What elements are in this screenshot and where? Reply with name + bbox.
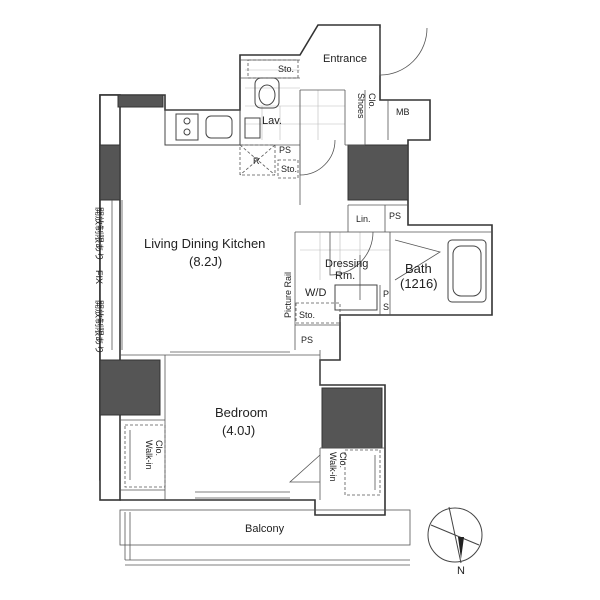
lavatory-label: Lav. xyxy=(262,115,282,127)
dressing-label-1: Dressing xyxy=(325,258,368,270)
picture-rail-label: Picture Rail xyxy=(283,272,293,318)
ldk-size: (8.2J) xyxy=(189,254,222,269)
walkin-right-label-2: Clo. xyxy=(338,452,348,468)
walkin-right-label-1: Walk-in xyxy=(328,452,338,482)
ps-top-label: PS xyxy=(279,145,291,155)
mb-label: MB xyxy=(396,107,410,117)
doors xyxy=(288,27,441,483)
dressing-label-2: Rm. xyxy=(335,270,355,282)
wd-label: W/D xyxy=(305,287,326,299)
north-label: N xyxy=(457,565,465,577)
columns xyxy=(99,94,409,449)
bath-size: (1216) xyxy=(400,276,438,291)
bath-name: Bath xyxy=(405,261,432,276)
linen-label: Lin. xyxy=(356,214,371,224)
bedroom-name: Bedroom xyxy=(215,405,268,420)
compass xyxy=(427,506,483,564)
balcony-area xyxy=(119,509,411,566)
window-note-upper: 開放制限あり xyxy=(94,207,105,261)
ldk-name: Living Dining Kitchen xyxy=(144,236,265,251)
bedroom-size: (4.0J) xyxy=(222,423,255,438)
shoes-closet-label-1: Shoes xyxy=(356,93,366,119)
ps-right-label: PS xyxy=(389,211,401,221)
fixtures xyxy=(111,59,487,499)
storage-mid-label: Sto. xyxy=(281,164,297,174)
labels: Entrance Sto. Shoes Clo. MB Lav. PS R St… xyxy=(94,53,465,577)
entrance-label: Entrance xyxy=(323,53,367,65)
window-note-lower: 開放制限あり xyxy=(94,300,105,354)
storage-top-label: Sto. xyxy=(278,64,294,74)
p-label: P xyxy=(383,289,389,299)
balcony-label: Balcony xyxy=(245,523,285,535)
s-label: S xyxy=(383,302,389,312)
window-note-middle: FIX xyxy=(94,270,104,284)
shoes-closet-label-2: Clo. xyxy=(367,93,377,109)
ps-low-label: PS xyxy=(301,335,313,345)
r-label: R xyxy=(253,156,260,166)
storage-low-label: Sto. xyxy=(299,310,315,320)
walkin-left-label-1: Walk-in xyxy=(144,440,154,470)
walkin-left-label-2: Clo. xyxy=(154,440,164,456)
